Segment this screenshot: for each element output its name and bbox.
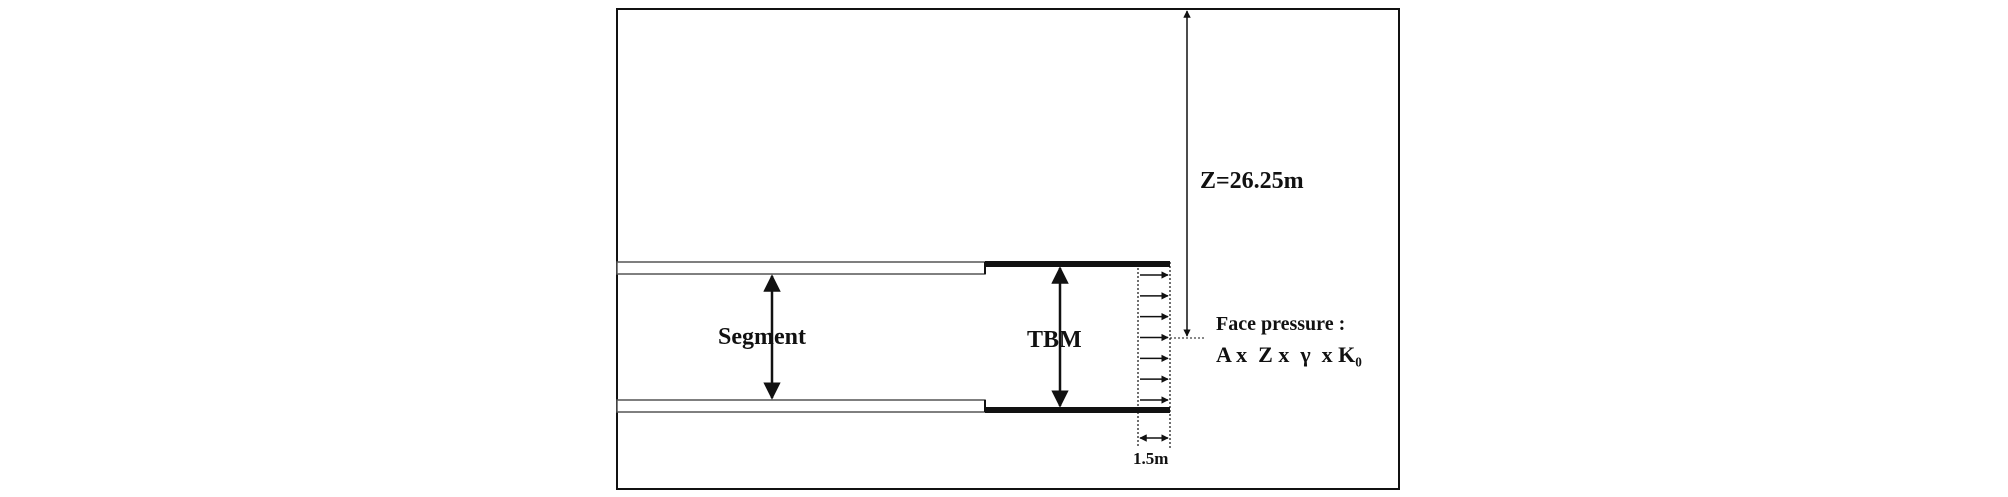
- face-pressure-title: Face pressure :: [1216, 313, 1345, 335]
- depth-label: Z=26.25m: [1200, 168, 1304, 194]
- ground-boundary: [616, 8, 1400, 490]
- segment-lining-top: [616, 261, 986, 275]
- segment-lining-bottom: [616, 399, 986, 413]
- face-pressure-formula: A x Z x γ x K₀: [1216, 342, 1362, 367]
- face-pressure-arrows: [1140, 271, 1169, 404]
- tbm-label: TBM: [1027, 327, 1082, 353]
- segment-label: Segment: [718, 324, 806, 350]
- length-label: 1.5m: [1133, 449, 1168, 468]
